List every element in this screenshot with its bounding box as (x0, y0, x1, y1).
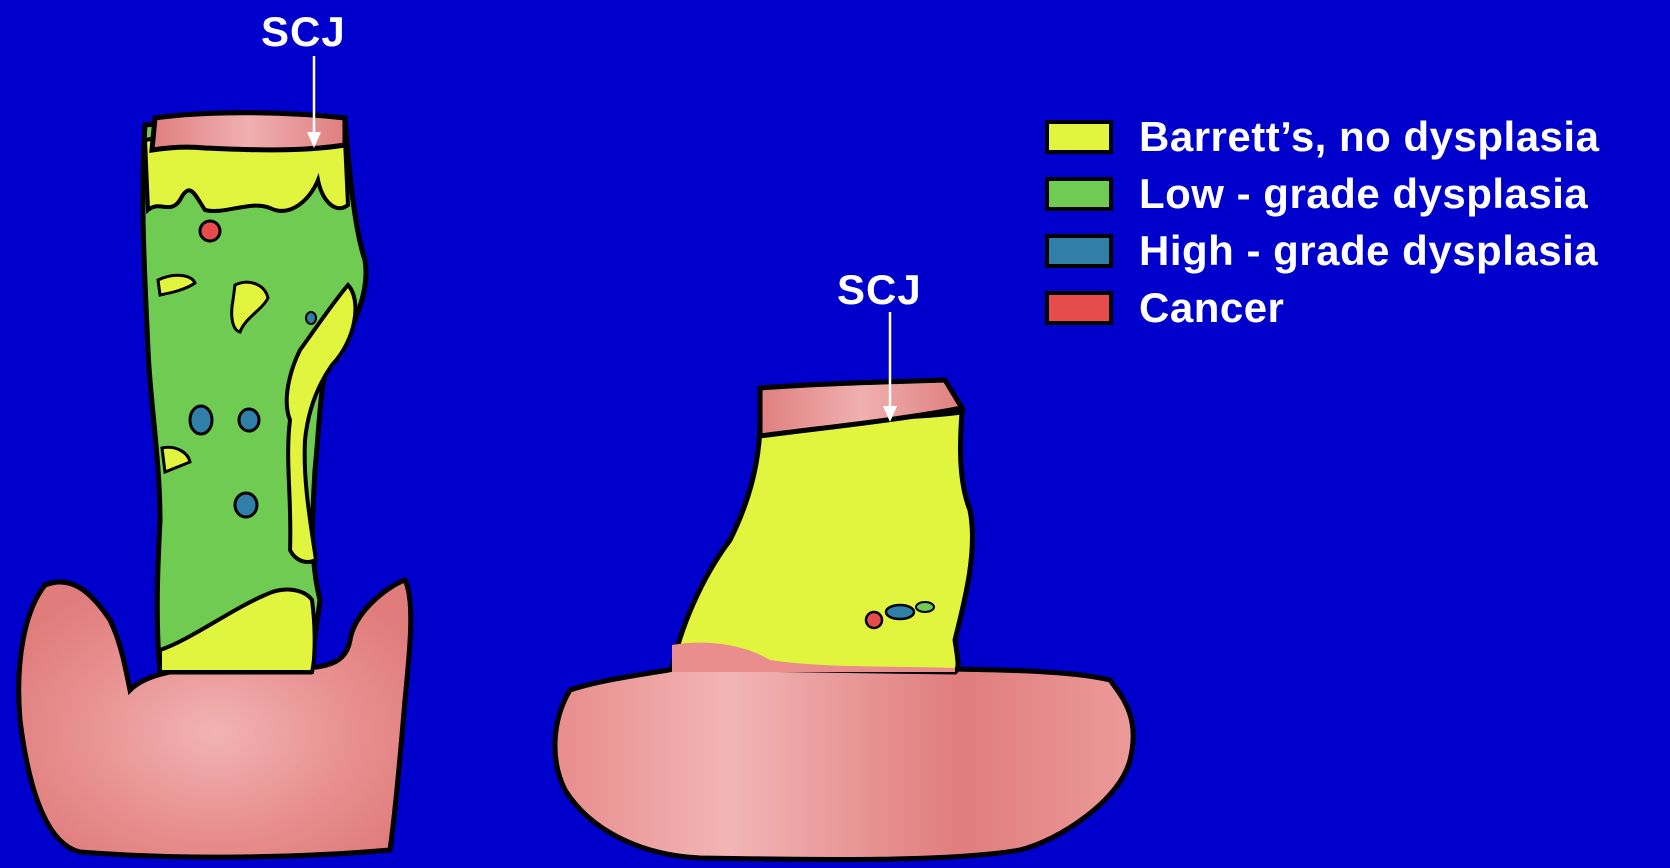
legend-item-lgd: Low - grade dysplasia (1045, 165, 1599, 222)
legend-label-lgd: Low - grade dysplasia (1139, 170, 1588, 218)
left-hgd-spot-1 (190, 406, 212, 434)
right-cancer-spot (866, 612, 882, 628)
scj-label-left: SCJ (261, 8, 346, 56)
legend-swatch-lgd (1045, 177, 1113, 211)
right-barretts (672, 412, 972, 672)
legend-swatch-cancer (1045, 291, 1113, 325)
legend-label-barretts: Barrett’s, no dysplasia (1139, 113, 1599, 161)
left-specimen (19, 56, 411, 857)
legend-item-hgd: High - grade dysplasia (1045, 222, 1599, 279)
left-cancer-spot (200, 221, 220, 241)
left-hgd-spot-3 (235, 493, 257, 517)
legend-item-cancer: Cancer (1045, 279, 1599, 336)
left-squamous-ring (152, 113, 345, 150)
legend-swatch-barretts (1045, 120, 1113, 154)
right-specimen (555, 312, 1133, 860)
legend-label-hgd: High - grade dysplasia (1139, 227, 1598, 275)
left-hgd-spot-2 (239, 409, 259, 431)
right-lgd-spot (916, 602, 934, 612)
right-hgd-spot (886, 605, 914, 619)
legend-item-barretts: Barrett’s, no dysplasia (1045, 108, 1599, 165)
legend-swatch-hgd (1045, 234, 1113, 268)
left-hgd-spot-4 (306, 312, 316, 324)
right-stomach (555, 662, 1133, 860)
legend: Barrett’s, no dysplasia Low - grade dysp… (1045, 108, 1599, 336)
scj-label-right: SCJ (837, 266, 922, 314)
legend-label-cancer: Cancer (1139, 284, 1284, 332)
